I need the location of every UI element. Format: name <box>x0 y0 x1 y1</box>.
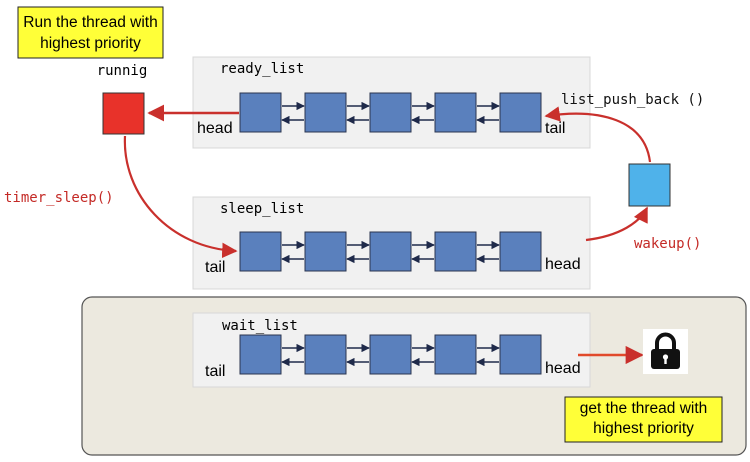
sleep-tail-label: tail <box>205 259 225 276</box>
wait-list-node[interactable] <box>304 334 347 375</box>
note-bottom-line2: highest priority <box>593 420 694 437</box>
sleep-list-title: sleep_list <box>220 201 304 217</box>
woken-thread[interactable] <box>628 163 671 207</box>
ready-list-node[interactable] <box>304 92 347 133</box>
wait-list-node[interactable] <box>239 334 282 375</box>
ready-list-title: ready_list <box>220 61 304 77</box>
note-bottom <box>564 396 723 443</box>
sleep-list-node[interactable] <box>434 231 477 272</box>
ready-tail-label: tail <box>545 120 565 137</box>
push-back-arrow <box>544 106 652 163</box>
sleep-list-node[interactable] <box>499 231 542 272</box>
sleep-list-node[interactable] <box>239 231 282 272</box>
wakeup-arrow <box>585 206 648 242</box>
wait-head-label: head <box>545 360 581 377</box>
running-thread[interactable] <box>102 92 145 135</box>
sleep-list-node[interactable] <box>369 231 412 272</box>
note-top <box>17 6 164 59</box>
wait-list-title: wait_list <box>222 318 298 334</box>
padlock-icon[interactable] <box>643 329 688 374</box>
wait-list-node[interactable] <box>434 334 477 375</box>
sleep-head-label: head <box>545 256 581 273</box>
timer-sleep-label: timer_sleep() <box>4 190 114 206</box>
timer-sleep-arrow <box>123 135 238 259</box>
list-push-back-label: list_push_back () <box>561 92 704 108</box>
note-top-line2: highest priority <box>40 35 141 52</box>
wait-tail-label: tail <box>205 363 225 380</box>
wakeup-label: wakeup() <box>634 236 701 252</box>
ready-head-label: head <box>197 120 233 137</box>
ready-list-nodes <box>239 92 542 133</box>
wait-list-nodes <box>239 334 542 375</box>
ready-list-node[interactable] <box>434 92 477 133</box>
note-bottom-line1: get the thread with <box>580 400 708 417</box>
wait-list-node[interactable] <box>499 334 542 375</box>
sleep-list-node[interactable] <box>304 231 347 272</box>
running-label: runnig <box>97 63 148 79</box>
wait-list-node[interactable] <box>369 334 412 375</box>
sleep-list-nodes <box>239 231 542 272</box>
note-top-line1: Run the thread with <box>23 14 157 31</box>
ready-list-node[interactable] <box>369 92 412 133</box>
ready-list-node[interactable] <box>239 92 282 133</box>
ready-list-node[interactable] <box>499 92 542 133</box>
